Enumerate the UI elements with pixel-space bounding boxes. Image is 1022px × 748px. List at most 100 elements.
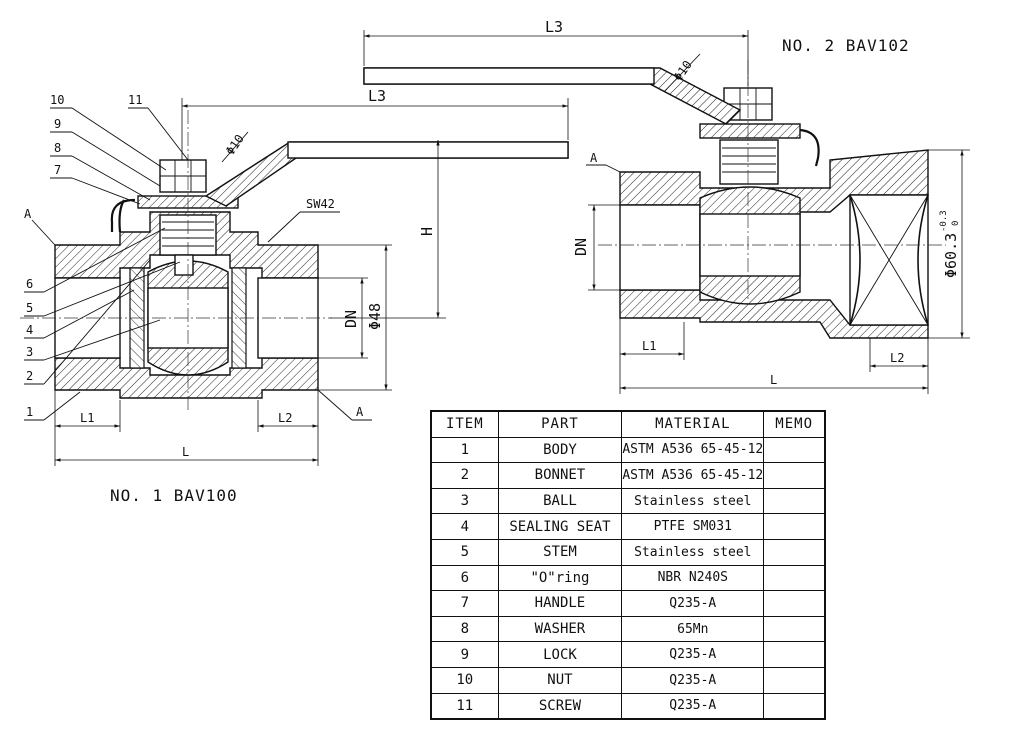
dim-phi60: Φ60.3 <box>942 233 960 278</box>
callout-4: 4 <box>26 323 33 337</box>
callout-6: 6 <box>26 277 33 291</box>
dim-phi10-left: Φ10 <box>223 132 247 158</box>
dim-l1-left: L1 <box>80 411 94 425</box>
bom-header-row: ITEM PART MATERIAL MEMO <box>430 410 826 438</box>
lock-tab-r <box>799 128 820 167</box>
title-bav102: NO. 2 BAV102 <box>782 36 910 55</box>
bom-material: 65Mn <box>621 615 765 643</box>
bom-item: 3 <box>430 487 499 515</box>
bom-item: 2 <box>430 462 499 489</box>
bom-material: NBR N240S <box>621 564 765 592</box>
bom-memo <box>763 564 826 592</box>
bom-part: LOCK <box>497 641 623 668</box>
callout-8: 8 <box>54 141 61 155</box>
dim-l3-right: L3 <box>545 18 563 36</box>
dim-dn-right: DN <box>572 238 590 256</box>
dim-l-left: L <box>182 445 189 459</box>
bom-memo <box>763 692 826 720</box>
view-bav100: L3 H Φ48 DN SW42 Φ10 A A L1 L2 <box>20 87 569 505</box>
handle-grip-r <box>363 67 655 85</box>
bonnet-r <box>719 139 779 185</box>
bom-part: STEM <box>497 538 623 566</box>
bom-part: HANDLE <box>497 590 623 617</box>
bom-material: ASTM A536 65-45-12 <box>621 436 765 464</box>
bom-material: Q235-A <box>621 641 765 668</box>
bom-material: Q235-A <box>621 666 765 694</box>
bom-header-item: ITEM <box>430 410 499 438</box>
callout-leaders <box>24 107 189 421</box>
stem <box>174 254 194 276</box>
dim-h: H <box>418 227 436 236</box>
callout-1: 1 <box>26 405 33 419</box>
bom-memo <box>763 487 826 515</box>
bom-header-material: MATERIAL <box>621 410 765 438</box>
bom-memo <box>763 590 826 617</box>
bom-header-memo: MEMO <box>763 410 826 438</box>
title-bav100: NO. 1 BAV100 <box>110 486 238 505</box>
callout-9: 9 <box>54 117 61 131</box>
bom-item: 5 <box>430 538 499 566</box>
bom-item: 11 <box>430 692 499 720</box>
bom-item: 4 <box>430 513 499 540</box>
bom-memo <box>763 641 826 668</box>
bom-material: Stainless steel <box>621 538 765 566</box>
dim-phi60-tol-lower: 0 <box>951 221 961 226</box>
dim-l3-left: L3 <box>368 87 386 105</box>
bom-part: NUT <box>497 666 623 694</box>
callout-3: 3 <box>26 345 33 359</box>
callout-5: 5 <box>26 301 33 315</box>
bom-item: 6 <box>430 564 499 592</box>
bom-item: 9 <box>430 641 499 668</box>
view-bav102: L3 Φ10 DN Φ60.3 -0.3 0 A L1 L2 L NO. 2 B… <box>363 18 970 394</box>
callout-7: 7 <box>54 163 61 177</box>
bom-part: SEALING SEAT <box>497 513 623 540</box>
callout-11: 11 <box>128 93 142 107</box>
handle-grip <box>287 141 569 159</box>
bom-item: 8 <box>430 615 499 643</box>
bom-item: 1 <box>430 436 499 464</box>
label-a-left-bottom: A <box>356 405 364 419</box>
bom-material: Q235-A <box>621 590 765 617</box>
bom-memo <box>763 513 826 540</box>
bom-part: BALL <box>497 487 623 515</box>
bom-memo <box>763 436 826 464</box>
dim-l1-right: L1 <box>642 339 656 353</box>
bom-memo <box>763 615 826 643</box>
bom-material: ASTM A536 65-45-12 <box>621 462 765 489</box>
dim-dn-left: DN <box>342 310 360 328</box>
bom-part: BODY <box>497 436 623 464</box>
callout-10: 10 <box>50 93 64 107</box>
dim-sw42: SW42 <box>306 197 335 211</box>
callout-2: 2 <box>26 369 33 383</box>
bom-part: BONNET <box>497 462 623 489</box>
label-a-right: A <box>590 151 598 165</box>
bom-material: Stainless steel <box>621 487 765 515</box>
bom-memo <box>763 538 826 566</box>
lock-tab <box>110 198 136 232</box>
dim-l2-left: L2 <box>278 411 292 425</box>
bom-part: SCREW <box>497 692 623 720</box>
label-a-left-top: A <box>24 207 32 221</box>
bom-part: "O"ring <box>497 564 623 592</box>
dim-l-right: L <box>770 373 777 387</box>
bom-memo <box>763 462 826 489</box>
bom-part: WASHER <box>497 615 623 643</box>
bom-material: PTFE SM031 <box>621 513 765 540</box>
washer-r <box>699 123 801 139</box>
inlet-bore-r <box>619 204 701 291</box>
dim-phi60-tol-upper: -0.3 <box>939 210 949 232</box>
bom-header-part: PART <box>497 410 623 438</box>
bom-item: 7 <box>430 590 499 617</box>
